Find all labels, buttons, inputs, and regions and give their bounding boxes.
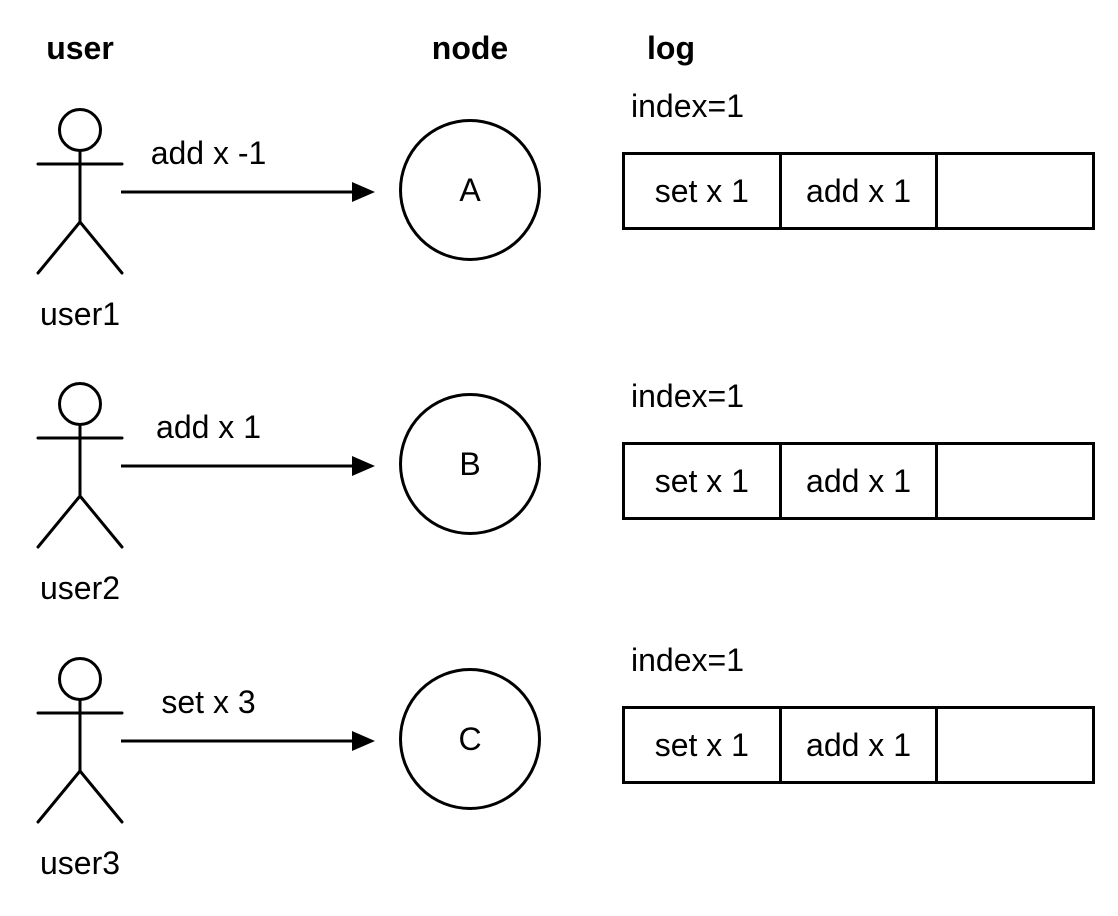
node-letter: B	[459, 446, 481, 482]
diagram-row-3: user3 set x 3 C index=1 set x 1 add x 1	[0, 637, 1118, 897]
diagram-row-1: user1 add x -1 A index=1 set x 1 add x 1	[0, 88, 1118, 348]
node-circle: C	[399, 668, 541, 810]
log-entry-cell: add x 1	[782, 709, 939, 781]
node-circle: B	[399, 393, 541, 535]
log-entry-cell: add x 1	[782, 155, 939, 227]
message-label: add x -1	[150, 135, 267, 171]
column-header-user: user	[46, 30, 114, 66]
log-entries-table: set x 1 add x 1	[622, 706, 1095, 784]
node-letter: C	[458, 721, 482, 757]
column-header-log: log	[647, 30, 695, 66]
user-stick-figure-icon	[36, 657, 124, 824]
node-circle: A	[399, 119, 541, 261]
log-entry-cell: set x 1	[625, 709, 782, 781]
log-index-label: index=1	[631, 88, 744, 124]
log-block: index=1 set x 1 add x 1	[622, 378, 1095, 523]
message-arrow-icon	[121, 731, 375, 751]
column-header-node: node	[431, 30, 509, 66]
log-entry-cell	[938, 445, 1092, 517]
user-stick-figure-icon	[36, 382, 124, 549]
log-entry-cell: set x 1	[625, 155, 782, 227]
user-name-label: user1	[39, 296, 121, 332]
log-index-label: index=1	[631, 642, 744, 678]
log-entry-cell	[938, 709, 1092, 781]
log-entries-table: set x 1 add x 1	[622, 152, 1095, 230]
message-label: add x 1	[156, 409, 261, 445]
user-stick-figure-icon	[36, 108, 124, 275]
node-letter: A	[459, 172, 481, 208]
log-entry-cell: set x 1	[625, 445, 782, 517]
user-name-label: user3	[39, 845, 121, 881]
log-index-label: index=1	[631, 378, 744, 414]
message-arrow-icon	[121, 456, 375, 476]
log-block: index=1 set x 1 add x 1	[622, 642, 1095, 787]
log-entry-cell	[938, 155, 1092, 227]
message-arrow-icon	[121, 182, 375, 202]
log-block: index=1 set x 1 add x 1	[622, 88, 1095, 233]
message-label: set x 3	[161, 684, 256, 720]
log-entry-cell: add x 1	[782, 445, 939, 517]
log-entries-table: set x 1 add x 1	[622, 442, 1095, 520]
diagram-row-2: user2 add x 1 B index=1 set x 1 add x 1	[0, 362, 1118, 622]
user-name-label: user2	[39, 570, 121, 606]
